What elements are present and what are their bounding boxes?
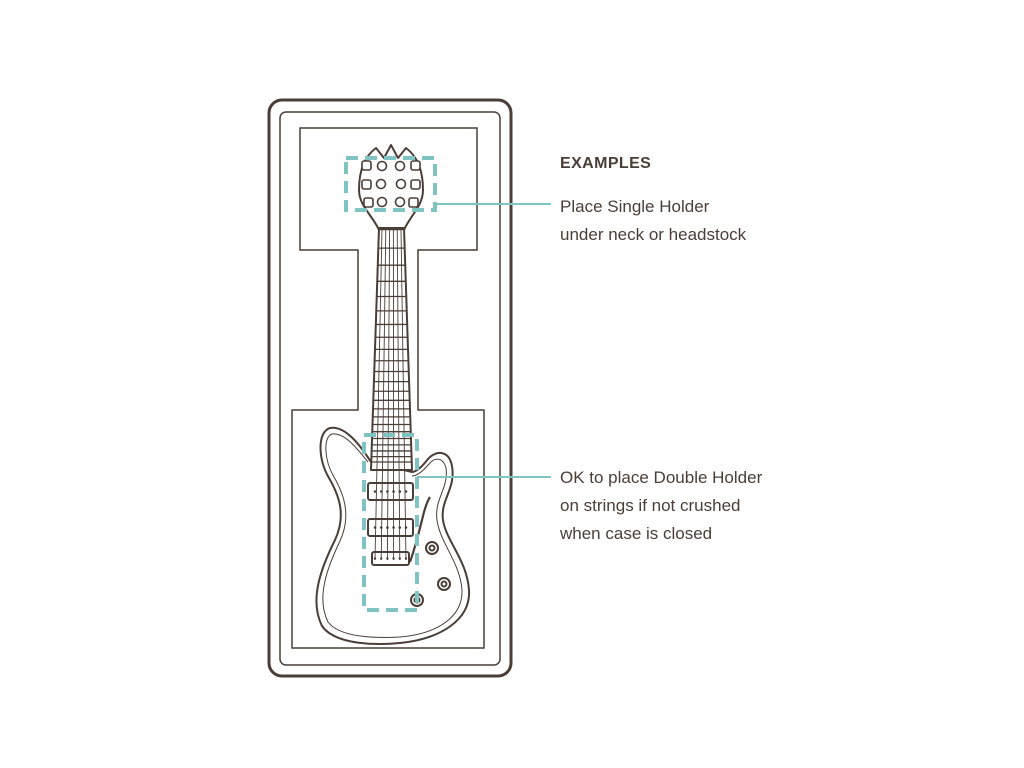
single-holder-note: Place Single Holder under neck or headst… (560, 193, 746, 249)
guitar-string (400, 228, 407, 561)
pole-piece (386, 490, 389, 493)
bridge (371, 551, 410, 566)
guitar-string (386, 228, 391, 561)
tuner-post-icon (376, 196, 388, 208)
case-inner-lining (279, 111, 501, 666)
bridge-saddle (386, 557, 389, 560)
bridge-pickup (367, 518, 414, 537)
tuner-post-icon (395, 178, 407, 190)
pole-piece (398, 526, 402, 529)
tuner-key-icon (408, 197, 419, 208)
double-holder-note-line: when case is closed (560, 524, 713, 543)
single-holder-zone (344, 156, 437, 212)
guitar-string (396, 228, 401, 561)
volume-knob-center (428, 544, 436, 552)
bridge-saddle (380, 557, 383, 560)
double-holder-note: OK to place Double Holder on strings if … (560, 464, 762, 548)
tuners (361, 160, 421, 208)
case-guitar-cavity (291, 127, 485, 649)
single-holder-note-line: under neck or headstock (560, 225, 747, 244)
pole-piece (373, 490, 377, 493)
guitar-string (380, 228, 387, 561)
strings (374, 228, 407, 561)
guitar-body-binding (322, 433, 463, 638)
tuner-key-icon (410, 179, 421, 190)
holder-markers (344, 156, 551, 612)
tremolo-arm (408, 496, 431, 563)
tuner-key-icon (361, 179, 372, 190)
double-holder-note-line: OK to place Double Holder (560, 468, 763, 487)
frets (371, 247, 412, 463)
guitar (315, 144, 471, 645)
pole-piece (392, 490, 395, 493)
single-holder-note-line: Place Single Holder (560, 197, 710, 216)
pole-piece (398, 490, 402, 493)
tuner-key-icon (363, 197, 374, 208)
pole-piece (404, 526, 408, 529)
pole-piece (379, 526, 383, 529)
pole-piece (392, 526, 395, 529)
bridge-saddle (398, 557, 401, 560)
bridge-saddle (392, 557, 395, 560)
tuner-post-icon (394, 160, 406, 172)
pole-piece (404, 490, 408, 493)
pole-piece (386, 526, 389, 529)
pole-piece (379, 490, 383, 493)
pole-piece (373, 526, 377, 529)
bridge-saddle (373, 557, 377, 560)
guitar-string (374, 228, 383, 561)
tuner-post-icon (376, 160, 388, 172)
examples-heading: EXAMPLES (560, 155, 652, 172)
guitar-case (267, 98, 513, 678)
tone-knob-center (440, 580, 448, 588)
pickup-pole-pieces (373, 490, 408, 560)
neck-pickup (367, 482, 414, 501)
tuner-key-icon (361, 160, 372, 171)
double-holder-note-line: on strings if not crushed (560, 496, 741, 515)
tuner-post-icon (375, 178, 387, 190)
bridge-saddle (404, 557, 408, 560)
double-holder-zone (362, 433, 419, 612)
tuner-post-icon (394, 196, 406, 208)
case-outer-shell (267, 98, 513, 678)
tuner-key-icon (410, 160, 421, 171)
